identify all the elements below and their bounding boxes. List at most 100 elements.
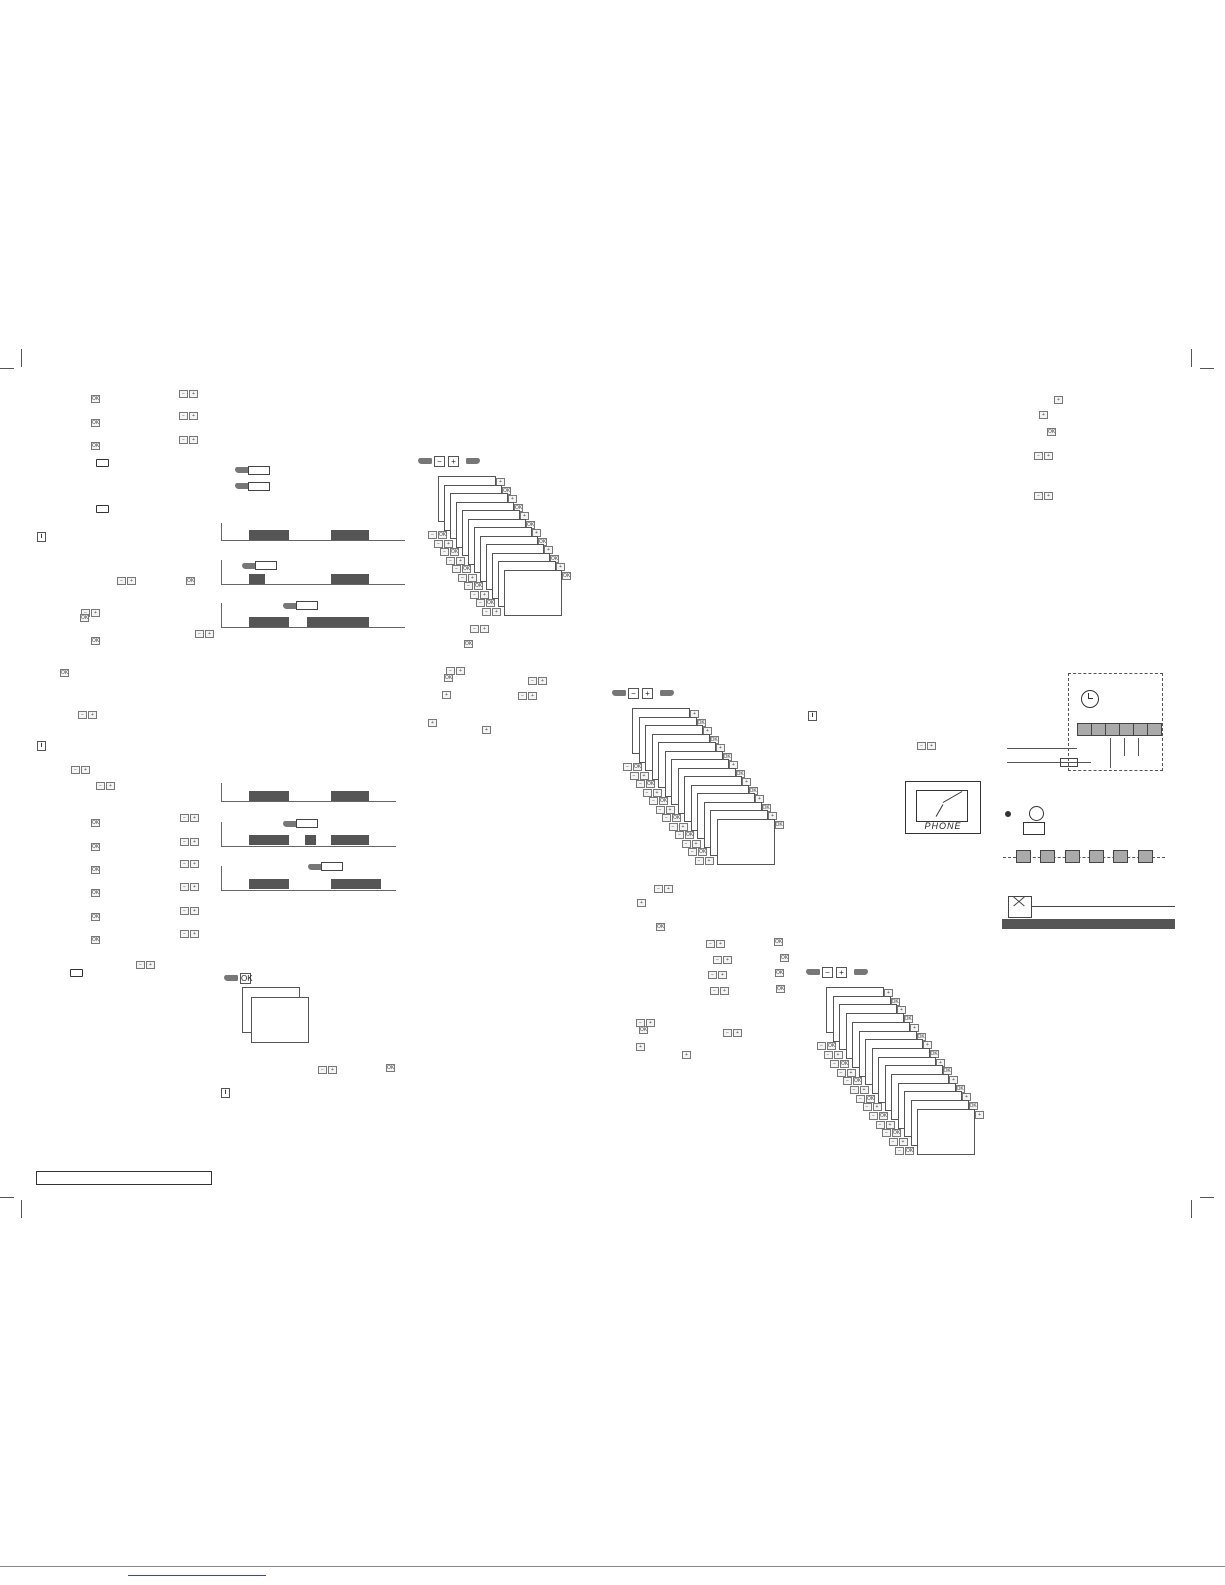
info-icon: i (221, 1088, 230, 1098)
plus-key: + (898, 1138, 908, 1147)
plus-key: + (927, 742, 936, 750)
timeline-axis (221, 846, 396, 847)
plus-key: + (859, 1085, 869, 1094)
timeline-axis (221, 890, 396, 891)
timeline-axis (221, 523, 222, 540)
minus-key: − (180, 860, 189, 868)
timeline-bar (249, 879, 289, 889)
timeline-bar (249, 617, 289, 627)
ok-key: OK (672, 814, 681, 822)
minus-key: − (654, 885, 663, 893)
lcd-text: PHONE (924, 821, 962, 831)
minus-key: − (195, 630, 204, 638)
timeline-bar (331, 879, 381, 889)
plus-key: + (664, 885, 673, 893)
button-outline (255, 561, 277, 570)
ok-key: OK (853, 1077, 862, 1086)
minus-key: − (694, 856, 704, 865)
plus-key: + (723, 956, 732, 964)
crop-mark (1191, 1200, 1192, 1218)
hand-pointer-icon (283, 821, 297, 827)
lcd-inner (916, 790, 968, 822)
minus-key: − (836, 1068, 846, 1077)
hand-pointer-icon (235, 483, 249, 489)
minus-key: − (180, 883, 189, 891)
crop-mark (0, 368, 14, 369)
plus-key: + (106, 782, 115, 790)
module (1040, 850, 1055, 863)
plus-key: + (691, 839, 701, 848)
module (1113, 850, 1128, 863)
plus-key: + (456, 667, 465, 675)
plus-key: + (482, 726, 491, 734)
plus-key: + (646, 1019, 655, 1027)
minus-key: − (1034, 492, 1043, 500)
minus-key: − (688, 848, 697, 856)
minus-key: − (862, 1103, 872, 1112)
ok-key: OK (91, 936, 100, 944)
plus-key: + (448, 456, 459, 467)
ok-key: OK (438, 531, 447, 539)
minus-key: − (180, 838, 189, 846)
ok-key: OK (91, 637, 100, 645)
button-outline (321, 862, 343, 871)
clock-hand (1088, 698, 1093, 699)
minus-key: − (713, 956, 722, 964)
terminal (1077, 723, 1092, 736)
minus-key: − (875, 1120, 885, 1129)
hand-pointer-icon (283, 603, 297, 609)
hand-pointer-icon (612, 690, 626, 696)
clock-icon (1081, 690, 1099, 708)
hand-pointer-icon (806, 969, 820, 975)
ok-key: OK (462, 565, 471, 573)
ok-key: OK (91, 913, 100, 921)
minus-key: − (623, 763, 632, 771)
minus-key: − (662, 814, 671, 822)
wire (1007, 748, 1077, 749)
minus-key: − (136, 961, 145, 969)
timeline-bar (307, 617, 369, 627)
ok-key: OK (386, 1064, 395, 1072)
plus-key: + (328, 1066, 337, 1074)
minus-key: − (452, 565, 461, 573)
minus-key: − (470, 625, 479, 633)
display-screen (716, 818, 775, 865)
minus-key: − (180, 907, 189, 915)
plus-key: + (190, 930, 199, 938)
footer-link[interactable] (128, 1567, 266, 1576)
menu-key: OK (240, 973, 253, 984)
weee-bin-icon (1008, 896, 1032, 918)
plus-key: + (885, 1120, 895, 1129)
user-icon (1005, 811, 1011, 817)
ok-key: OK (444, 674, 453, 682)
button-outline (296, 601, 318, 610)
ok-key: OK (91, 889, 100, 897)
info-icon: i (808, 711, 817, 721)
terminal (1119, 723, 1134, 736)
ok-key: OK (464, 640, 473, 648)
plus-key: + (833, 1051, 843, 1060)
minus-key: − (895, 1146, 904, 1155)
minus-key: − (180, 814, 189, 822)
minus-key: − (823, 1051, 833, 1060)
crop-mark (0, 1197, 14, 1198)
module-box (1023, 822, 1045, 835)
timeline-bar (331, 791, 369, 801)
button-outline (248, 482, 270, 491)
minus-key: − (428, 531, 437, 539)
ok-key: OK (186, 577, 195, 585)
minus-key: − (180, 930, 189, 938)
timeline-bar (331, 574, 369, 584)
terminal (1133, 723, 1148, 736)
minus-key: − (817, 1042, 826, 1051)
ok-key: OK (1047, 428, 1056, 436)
plus-key: + (146, 961, 155, 969)
module (1089, 850, 1104, 863)
timeline-axis (221, 866, 222, 890)
ok-key: OK (639, 1026, 648, 1034)
minus-key: − (706, 940, 715, 948)
minus-key: − (822, 967, 833, 978)
minus-key: − (628, 688, 639, 699)
minus-key: − (917, 742, 926, 750)
timeline-axis (221, 822, 222, 846)
